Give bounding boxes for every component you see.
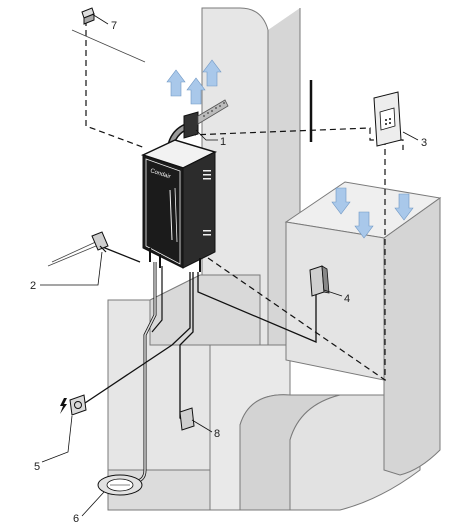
control-wiring-dashed — [85, 20, 404, 382]
return-air-duct — [284, 181, 442, 476]
component-8-device — [179, 407, 195, 431]
callout-6: 6 — [73, 513, 79, 525]
component-3-device — [373, 91, 402, 147]
callout-2: 2 — [30, 280, 36, 292]
callouts: 7 1 3 2 4 5 8 6 — [30, 20, 427, 525]
component-6-drain — [97, 474, 143, 496]
reference-lines — [47, 29, 146, 267]
leader-lines — [40, 13, 419, 517]
callout-5: 5 — [34, 461, 40, 473]
callout-7: 7 — [111, 20, 117, 32]
callout-3: 3 — [421, 137, 427, 149]
airflow-arrow-icon — [166, 69, 186, 97]
callout-8: 8 — [214, 428, 220, 440]
component-7-device — [81, 7, 95, 25]
component-5-device — [69, 394, 87, 416]
humidifier-unit: Condair — [140, 139, 218, 272]
component-4-device — [309, 265, 330, 297]
component-2-device — [91, 231, 109, 253]
callout-1: 1 — [220, 136, 226, 148]
callout-4: 4 — [344, 293, 350, 305]
lightning-icon — [60, 398, 67, 414]
